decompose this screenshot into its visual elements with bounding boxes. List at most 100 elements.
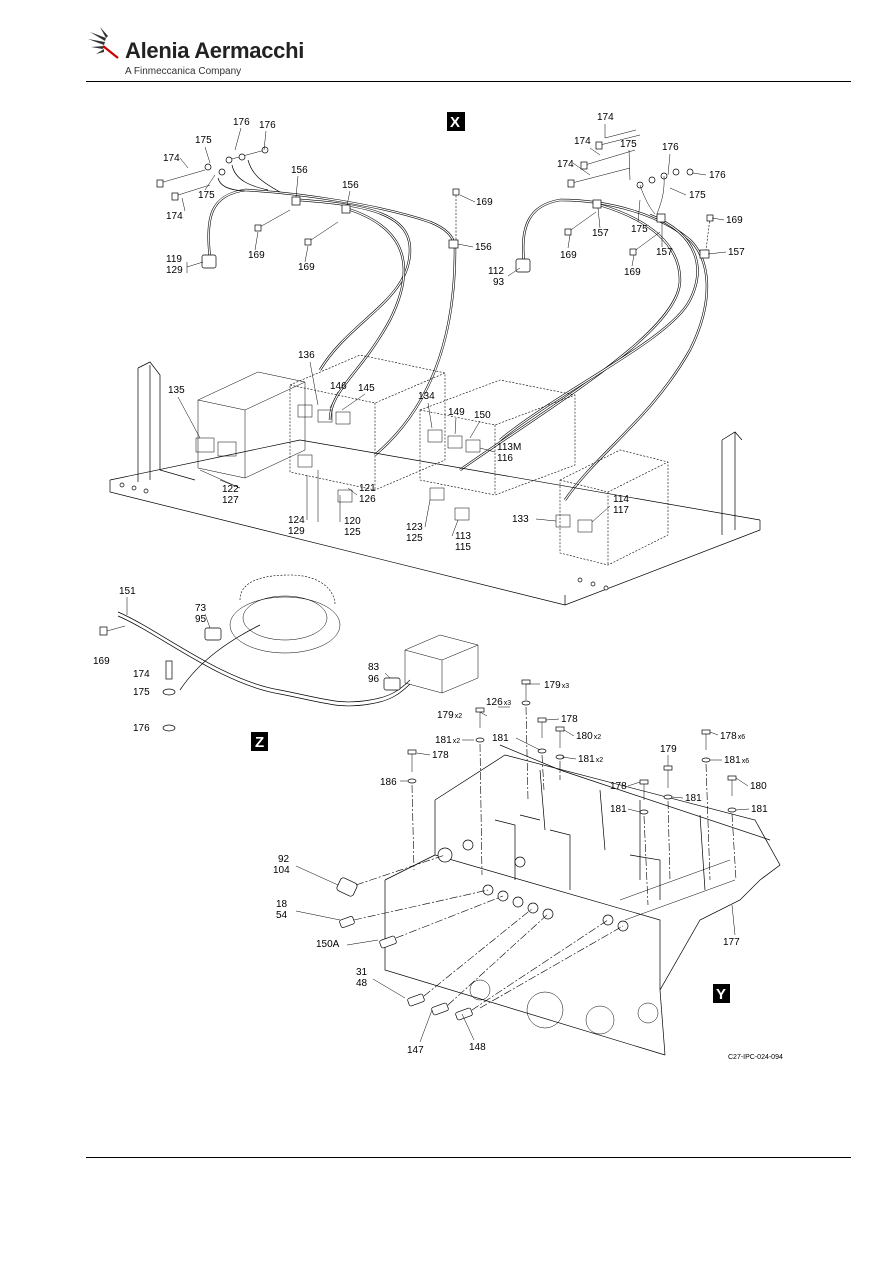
callout-181: 181x6 xyxy=(724,755,749,766)
callout-127: 127 xyxy=(222,495,239,506)
callout-133: 133 xyxy=(512,514,529,525)
callout-175: 175 xyxy=(689,190,706,201)
callout-117: 117 xyxy=(613,505,629,516)
callout-181: 181x2 xyxy=(578,754,603,765)
callout-181: 181 xyxy=(685,793,702,804)
callout-119: 119 xyxy=(166,254,182,265)
callout-175: 175 xyxy=(620,139,637,150)
callout-113M: 113M xyxy=(497,442,521,453)
parts-diagram: X xyxy=(93,112,783,1061)
callout-150: 150 xyxy=(474,410,491,421)
footer-rule xyxy=(86,1157,851,1158)
callout-18: 18 xyxy=(276,899,288,910)
harness-left xyxy=(156,146,460,456)
callout-83: 83 xyxy=(368,662,380,673)
callout-146: 146 xyxy=(330,381,347,392)
callout-156: 156 xyxy=(475,242,492,253)
callout-126: 126 xyxy=(359,494,376,505)
callout-180: 180 xyxy=(750,781,767,792)
equipment-tray xyxy=(109,354,761,606)
callout-115: 115 xyxy=(455,542,471,553)
callout-114: 114 xyxy=(613,494,629,505)
callout-177: 177 xyxy=(723,937,740,948)
callout-169: 169 xyxy=(93,656,110,667)
callout-179: 179x2 xyxy=(437,710,462,721)
zone-z-badge xyxy=(251,732,268,751)
callout-116: 116 xyxy=(497,453,513,464)
brand-tagline: A Finmeccanica Company xyxy=(125,66,242,77)
callout-169: 169 xyxy=(726,215,743,226)
callout-93: 93 xyxy=(493,277,505,288)
view-z: Z xyxy=(99,574,479,751)
callout-121: 121 xyxy=(359,483,376,494)
callout-156: 156 xyxy=(291,165,308,176)
callout-175: 175 xyxy=(195,135,212,146)
page-header: Alenia Aermacchi A Finmeccanica Company xyxy=(0,0,893,82)
callout-169: 169 xyxy=(476,197,493,208)
callout-176: 176 xyxy=(259,120,276,131)
callout-169: 169 xyxy=(560,250,577,261)
callout-169: 169 xyxy=(624,267,641,278)
callout-124: 124 xyxy=(288,515,305,526)
callout-186: 186 xyxy=(380,777,397,788)
callout-175: 175 xyxy=(631,224,648,235)
brand-name: Alenia Aermacchi xyxy=(125,38,305,63)
callout-174: 174 xyxy=(163,153,180,164)
zone-z-label: Z xyxy=(255,734,264,751)
callout-123: 123 xyxy=(406,522,423,533)
leader-lines xyxy=(126,124,750,1043)
callouts-x: 176 176 175 174 175 174 156 156 156 169 … xyxy=(163,112,745,553)
callout-134: 134 xyxy=(418,391,435,402)
callout-181: 181 xyxy=(751,804,768,815)
view-x: X xyxy=(109,112,761,606)
callout-125: 125 xyxy=(406,533,423,544)
alenia-logo-icon xyxy=(88,27,119,59)
callout-169: 169 xyxy=(298,262,315,273)
zone-x-badge xyxy=(447,112,465,131)
callout-178: 178x6 xyxy=(720,731,745,742)
callout-157: 157 xyxy=(656,247,673,258)
callout-181: 181 xyxy=(610,804,627,815)
callout-169: 169 xyxy=(248,250,265,261)
zone-y-badge xyxy=(713,984,730,1003)
callout-96: 96 xyxy=(368,674,380,685)
callout-150A: 150A xyxy=(316,939,340,950)
callouts-z: 151 73 95 169 174 175 176 83 96 xyxy=(93,586,380,734)
callout-112: 112 xyxy=(488,266,504,277)
callout-180: 180x2 xyxy=(576,731,601,742)
callout-175: 175 xyxy=(133,687,150,698)
callout-178: 178 xyxy=(432,750,449,761)
callout-174: 174 xyxy=(133,669,150,680)
callout-174: 174 xyxy=(557,159,574,170)
callout-145: 145 xyxy=(358,383,375,394)
callout-156: 156 xyxy=(342,180,359,191)
callout-125: 125 xyxy=(344,527,361,538)
callout-104: 104 xyxy=(273,865,290,876)
callout-174: 174 xyxy=(166,211,183,222)
callout-181: 181x2 xyxy=(435,735,460,746)
callout-175: 175 xyxy=(198,190,215,201)
callout-178: 178 xyxy=(610,781,627,792)
callout-92: 92 xyxy=(278,854,290,865)
callout-95: 95 xyxy=(195,614,207,625)
callout-54: 54 xyxy=(276,910,288,921)
callout-157: 157 xyxy=(728,247,745,258)
callout-178: 178 xyxy=(561,714,578,725)
zone-y-label: Y xyxy=(716,986,726,1003)
callout-149: 149 xyxy=(448,407,465,418)
callout-174: 174 xyxy=(574,136,591,147)
callout-176: 176 xyxy=(233,117,250,128)
callout-147: 147 xyxy=(407,1045,424,1056)
callout-174: 174 xyxy=(597,112,614,123)
callout-73: 73 xyxy=(195,603,207,614)
callout-176: 176 xyxy=(709,170,726,181)
callout-136: 136 xyxy=(298,350,315,361)
callout-157: 157 xyxy=(592,228,609,239)
callout-179: 179 xyxy=(660,744,677,755)
callout-176: 176 xyxy=(133,723,150,734)
callout-113: 113 xyxy=(455,531,471,542)
callout-135: 135 xyxy=(168,385,185,396)
callout-176: 176 xyxy=(662,142,679,153)
callout-151: 151 xyxy=(119,586,136,597)
callout-126: 126x3 xyxy=(486,697,511,708)
